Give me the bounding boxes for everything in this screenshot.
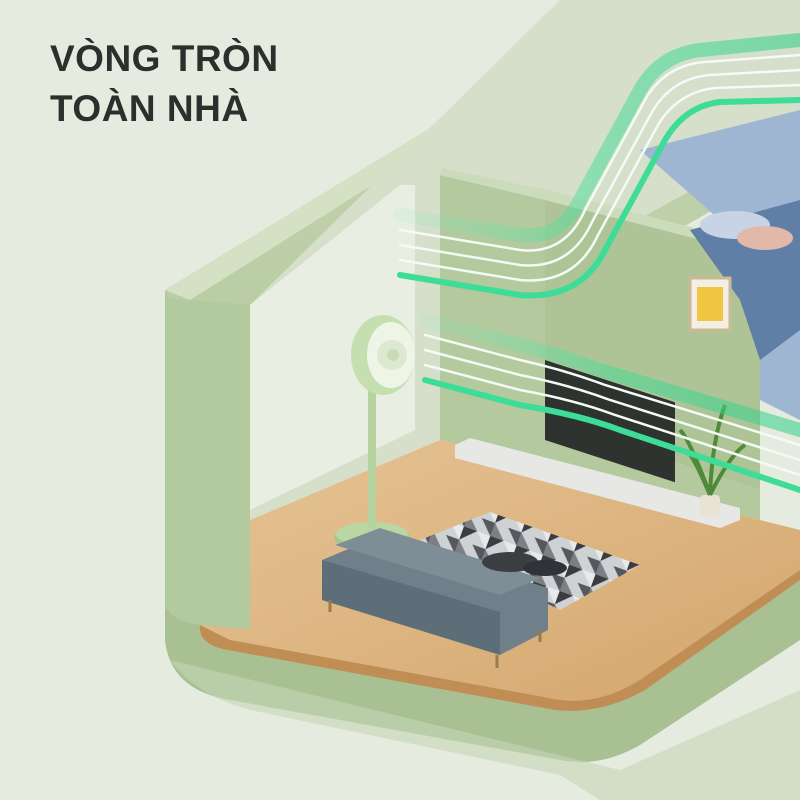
floor-edge bbox=[199, 570, 800, 711]
marble-shelf bbox=[455, 438, 740, 528]
wall-art-inner bbox=[697, 287, 723, 321]
plant-pot bbox=[700, 495, 720, 517]
headline-line-1: VÒNG TRÒN bbox=[50, 38, 279, 79]
coffee-table bbox=[482, 552, 567, 576]
floor-shadow bbox=[170, 660, 800, 800]
partition-wall bbox=[440, 175, 760, 520]
bed-pillow-2 bbox=[737, 226, 793, 250]
tv-panel bbox=[545, 360, 675, 483]
headline: VÒNG TRÒN TOÀN NHÀ bbox=[50, 34, 279, 134]
headline-line-2: TOÀN NHÀ bbox=[50, 88, 249, 129]
sofa bbox=[322, 528, 548, 668]
airflow-streams bbox=[393, 33, 800, 493]
partition-top bbox=[440, 168, 760, 255]
left-wall bbox=[165, 290, 250, 630]
